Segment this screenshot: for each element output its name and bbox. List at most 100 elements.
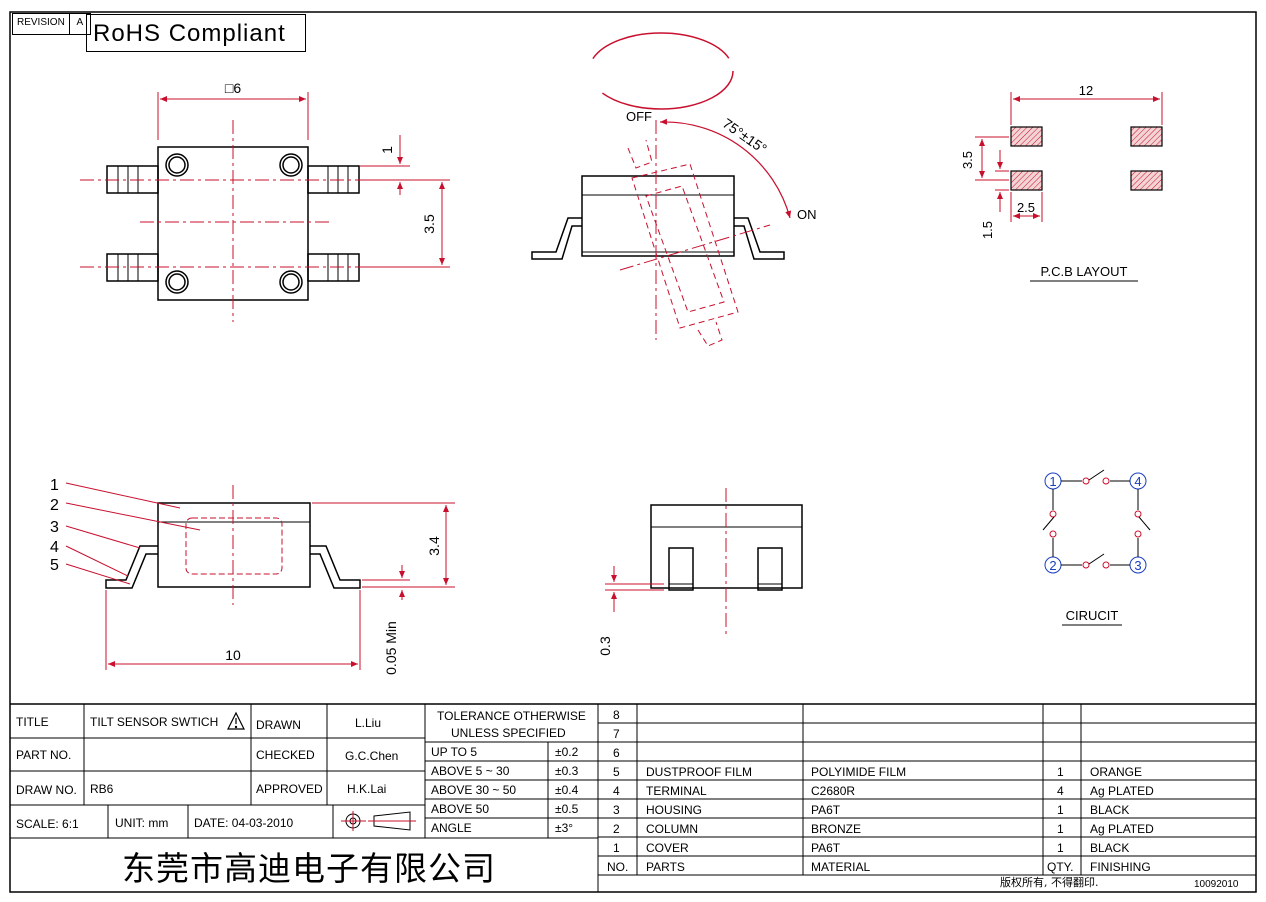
tolerance-range: ABOVE 5 ~ 30 — [431, 764, 510, 778]
bom-qty: 1 — [1057, 803, 1064, 817]
pcb-pad-1 — [1010, 126, 1043, 147]
tolerance-range: UP TO 5 — [431, 745, 478, 759]
tolerance-header-2: UNLESS SPECIFIED — [451, 726, 566, 740]
bom-no: 7 — [613, 727, 620, 741]
pcb-width-label: 12 — [1079, 83, 1093, 98]
callout-5: 5 — [50, 557, 59, 574]
bom-qty: 1 — [1057, 765, 1064, 779]
side-lead-right — [310, 545, 361, 589]
tolerance-range: ANGLE — [431, 821, 472, 835]
approved-label: APPROVED — [256, 782, 323, 796]
bom-part: DUSTPROOF FILM — [646, 765, 753, 779]
bom-header-no: NO. — [607, 860, 629, 874]
pcb-layout — [975, 92, 1163, 222]
part-no-label: PART NO. — [16, 748, 72, 762]
copyright-text: 版权所有, 不得翻印. — [1000, 876, 1099, 889]
bom-header-qty: QTY. — [1047, 860, 1074, 874]
tolerance-value: ±0.5 — [555, 802, 579, 816]
bom-finishing: Ag PLATED — [1090, 822, 1154, 836]
bom-part: TERMINAL — [646, 784, 707, 798]
side-column — [185, 517, 283, 575]
approved-value: H.K.Lai — [347, 782, 387, 796]
pin-label-2: 2 — [1049, 558, 1056, 573]
doc-number: 10092010 — [1194, 879, 1239, 890]
pcb-pad-4 — [1130, 170, 1163, 191]
tolerance-value: ±0.3 — [555, 764, 579, 778]
drawn-label: DRAWN — [256, 718, 301, 732]
pcb-pad-w-label: 2.5 — [1017, 200, 1035, 215]
callout-4: 4 — [50, 539, 59, 556]
bom-part: COVER — [646, 841, 689, 855]
tolerance-range: ABOVE 30 ~ 50 — [431, 783, 517, 797]
bom-part: HOUSING — [646, 803, 703, 817]
bom-part: COLUMN — [646, 822, 699, 836]
front-terminal-left — [668, 547, 694, 591]
revision-value: A — [68, 14, 90, 34]
dim-side-length: 10 — [225, 647, 241, 663]
front-terminal-right — [757, 547, 783, 591]
rohs-compliant-box: RoHS Compliant — [86, 14, 306, 52]
tilt-view — [531, 32, 792, 347]
tilt-arc-ellipse — [588, 32, 734, 110]
bom-material: PA6T — [811, 841, 841, 855]
side-body — [157, 502, 311, 588]
top-view-dimensions — [157, 92, 450, 268]
bom-qty: 1 — [1057, 841, 1064, 855]
side-view — [65, 482, 455, 670]
bom-material: BRONZE — [811, 822, 862, 836]
tilt-angle-arc — [659, 118, 792, 219]
tilt-on-label: ON — [797, 207, 817, 222]
callout-1: 1 — [50, 477, 59, 494]
side-callouts: 1 2 3 4 5 — [50, 477, 59, 574]
revision-box: REVISION A — [12, 13, 91, 35]
dim-top-pin-offset: 1 — [379, 146, 395, 154]
date-text: DATE: 04-03-2010 — [194, 816, 294, 830]
bom-qty: 1 — [1057, 822, 1064, 836]
pcb-pitch-label: 3.5 — [960, 151, 975, 169]
bom-header-finishing: FINISHING — [1090, 860, 1151, 874]
bom-no: 4 — [613, 784, 620, 798]
bom-no: 8 — [613, 708, 620, 722]
tolerance-value: ±0.4 — [555, 783, 579, 797]
circuit — [1042, 469, 1151, 574]
dim-standoff: 0.05 Min — [383, 621, 399, 675]
tilt-lead-left — [531, 217, 582, 260]
checked-label: CHECKED — [256, 748, 315, 762]
tilt-body — [581, 175, 735, 257]
scale-text: SCALE: 6:1 — [16, 817, 79, 831]
bom-no: 2 — [613, 822, 620, 836]
checked-value: G.C.Chen — [345, 749, 399, 763]
projection-symbol-icon — [341, 811, 416, 831]
top-view-centerlines — [80, 120, 380, 322]
tilt-column-outline — [631, 163, 739, 329]
pcb-pad-2 — [1130, 126, 1163, 147]
company-name: 东莞市高迪电子有限公司 — [122, 849, 496, 888]
dim-top-pitch: 3.5 — [421, 214, 437, 234]
unit-text: UNIT: mm — [115, 816, 169, 830]
callout-2: 2 — [50, 497, 59, 514]
side-lead-left — [105, 545, 158, 589]
bom-header-part: PARTS — [646, 860, 685, 874]
tolerance-value: ±3° — [555, 821, 574, 835]
bom-finishing: Ag PLATED — [1090, 784, 1154, 798]
caution-icon — [227, 711, 245, 730]
drawn-value: L.Liu — [355, 716, 382, 730]
dim-side-height: 3.4 — [426, 536, 442, 556]
bom-qty: 4 — [1057, 784, 1064, 798]
title-value: TILT SENSOR SWTICH — [90, 715, 219, 729]
tilt-lead-right — [734, 217, 785, 260]
tilt-off-label: OFF — [626, 109, 652, 124]
bom-no: 1 — [613, 841, 620, 855]
dim-front-standoff: 0.3 — [597, 636, 613, 656]
bom-finishing: ORANGE — [1090, 765, 1143, 779]
revision-label: REVISION — [17, 17, 65, 28]
circuit-title: CIRUCIT — [1066, 608, 1119, 623]
callout-3: 3 — [50, 519, 59, 536]
pcb-pad-3 — [1010, 170, 1043, 191]
tolerance-range: ABOVE 50 — [431, 802, 490, 816]
draw-no-label: DRAW NO. — [16, 783, 77, 797]
pcb-layout-title: P.C.B LAYOUT — [1041, 264, 1128, 279]
bom-no: 3 — [613, 803, 620, 817]
